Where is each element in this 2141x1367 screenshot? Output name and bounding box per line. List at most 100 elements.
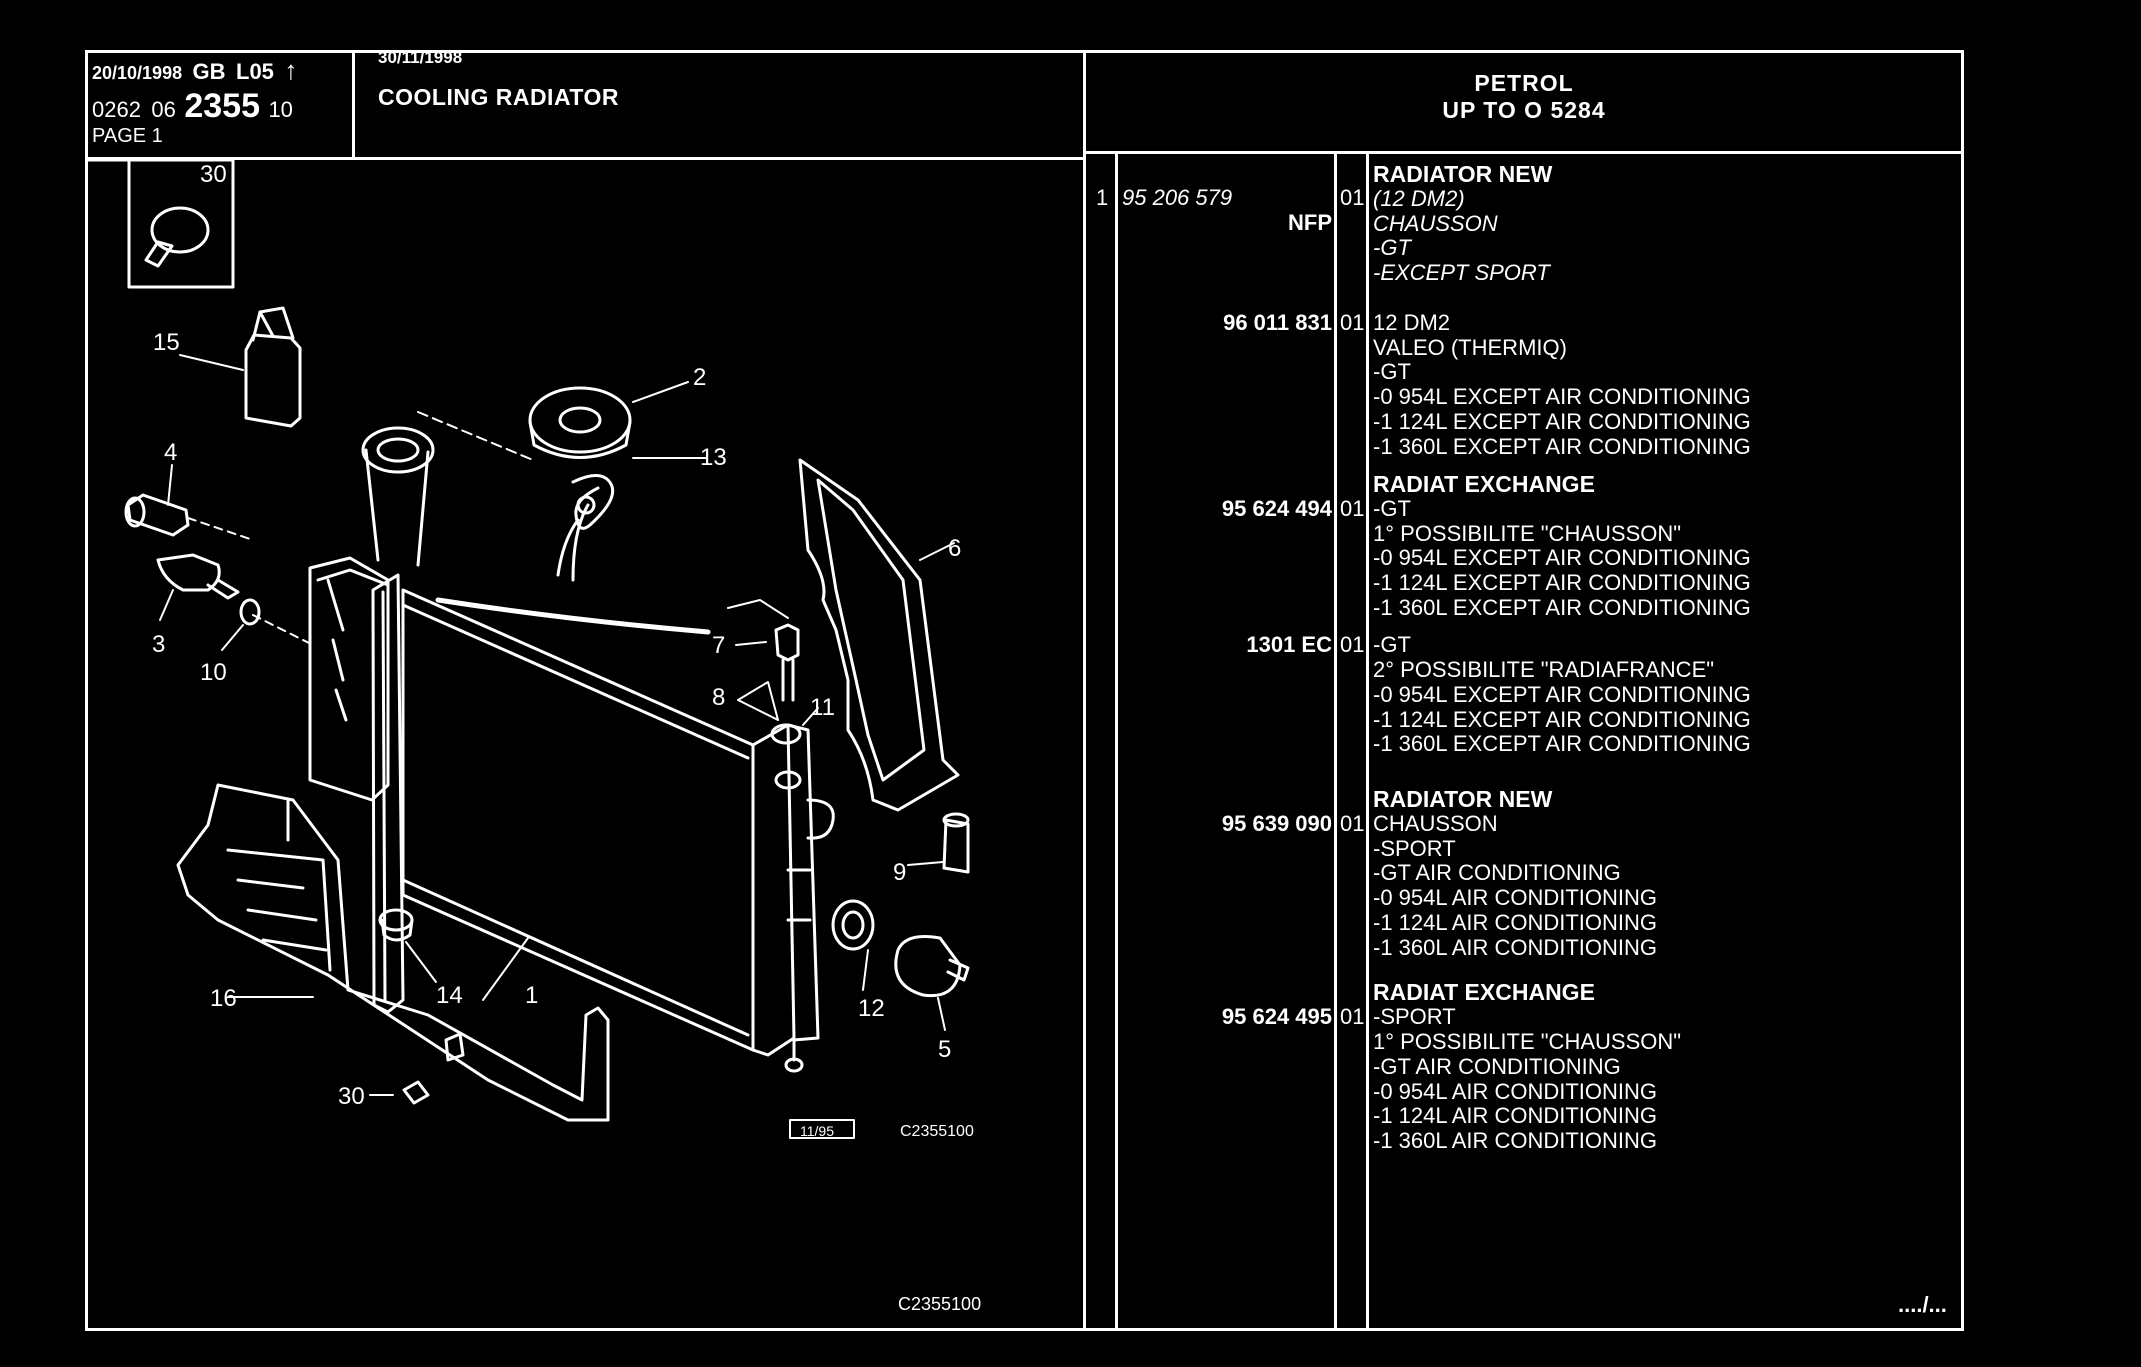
frame-right	[1961, 50, 1964, 1331]
part-detail-line: -GT	[1373, 495, 1411, 521]
callout-16: 16	[210, 985, 237, 1012]
cap-2-icon	[528, 386, 632, 459]
frame-left	[85, 50, 88, 1331]
part-detail-line: -1 360L EXCEPT AIR CONDITIONING	[1373, 595, 1751, 620]
part-detail-line: -1 124L AIR CONDITIONING	[1373, 909, 1658, 935]
header-num-c: 10	[268, 97, 293, 122]
header-date2: 30/11/1998	[378, 48, 463, 67]
part-reference: 95 624 494	[1221, 495, 1332, 521]
col-ref-split	[1334, 151, 1337, 1329]
callout-11: 11	[810, 694, 835, 721]
part-detail-line: -SPORT	[1373, 835, 1456, 861]
part-reference: 1301 EC	[1246, 632, 1332, 658]
frame-bottom	[85, 1328, 1964, 1331]
inset-box	[127, 160, 235, 289]
callout-14: 14	[436, 982, 463, 1009]
air-deflector-16-icon	[176, 783, 610, 1122]
part-detail-line: -1 360L AIR CONDITIONING	[1373, 1128, 1658, 1154]
washer-12-icon	[831, 899, 875, 951]
part-reference: 95 624 495	[1221, 1004, 1332, 1030]
diagram-ref-bottom: C2355100	[898, 1294, 981, 1314]
callout-12: 12	[858, 995, 885, 1022]
part-designation: RADIATOR NEW	[1373, 161, 1553, 187]
callout-30b: 30	[338, 1083, 365, 1110]
part-detail-line: CHAUSSON	[1373, 810, 1498, 836]
plug-9-icon	[942, 812, 970, 874]
petrol-line1: PETROL	[1474, 70, 1574, 96]
radiator-1-icon	[308, 426, 835, 1073]
part-reference-note: NFP	[1288, 209, 1332, 235]
switch-5-icon	[894, 935, 970, 998]
seal-11-icon	[770, 723, 802, 745]
petrol-line2: UP TO O 5284	[1442, 97, 1606, 123]
part-quantity: 01	[1340, 309, 1365, 335]
header-left: 20/10/1998 GB L05 ↑ 0262 06 2355 10 PAGE…	[92, 50, 350, 156]
callout-1: 1	[525, 982, 538, 1009]
date-box-text: 11/95	[800, 1123, 834, 1139]
header-lang: GB	[192, 59, 226, 84]
part-detail-line: -GT AIR CONDITIONING	[1373, 1053, 1621, 1079]
part-detail-line: -0 954L AIR CONDITIONING	[1373, 885, 1658, 911]
part-detail-line: -0 954L EXCEPT AIR CONDITIONING	[1373, 681, 1751, 707]
relay-15-icon	[244, 306, 302, 428]
up-arrow-icon: ↑	[284, 55, 298, 85]
part-reference: 95 206 579	[1122, 185, 1233, 210]
header-code: L05	[236, 59, 274, 84]
part-detail-line: 12 DM2	[1373, 309, 1451, 335]
frame-top	[85, 50, 1964, 53]
part-detail-line: -1 124L EXCEPT AIR CONDITIONING	[1373, 570, 1751, 596]
date-box	[789, 1119, 855, 1139]
header-divider-left	[85, 157, 1084, 160]
part-detail-line: -1 124L EXCEPT AIR CONDITIONING	[1373, 408, 1751, 434]
hose-13-icon	[556, 474, 614, 582]
petrol-heading: PETROL UP TO O 5284	[1086, 70, 1962, 124]
part-designation: RADIATOR NEW	[1373, 785, 1553, 812]
header-split	[352, 50, 355, 158]
part-detail-line: 2° POSSIBILITE "RADIAFRANCE"	[1373, 656, 1715, 682]
screw-7-icon	[774, 623, 800, 702]
part-detail-line: -EXCEPT SPORT	[1373, 260, 1550, 286]
part-detail-line: -1 124L EXCEPT AIR CONDITIONING	[1373, 706, 1751, 732]
page-title: COOLING RADIATOR	[378, 84, 619, 110]
header-num-main: 2355	[184, 87, 260, 125]
callout-3: 3	[152, 631, 165, 658]
part-detail-line: CHAUSSON	[1373, 210, 1498, 236]
part-detail-line: -1 360L EXCEPT AIR CONDITIONING	[1373, 731, 1751, 757]
panel-split	[1083, 50, 1086, 1331]
part-detail-line: 1° POSSIBILITE "CHAUSSON"	[1373, 520, 1682, 546]
part-quantity: 01	[1340, 1004, 1365, 1030]
part-detail-line: -1 360L AIR CONDITIONING	[1373, 934, 1658, 960]
clip-30-icon	[144, 206, 210, 268]
part-quantity: 01	[1340, 810, 1365, 836]
item-number: 1	[1096, 185, 1109, 210]
callout-10: 10	[200, 659, 227, 686]
part-designation: RADIAT EXCHANGE	[1373, 979, 1595, 1006]
part-reference: 95 639 090	[1221, 810, 1332, 836]
part-designation: RADIAT EXCHANGE	[1373, 471, 1595, 497]
part-detail-line: 1° POSSIBILITE "CHAUSSON"	[1373, 1028, 1682, 1054]
header-num-b: 06	[151, 97, 176, 122]
part-quantity: 01	[1340, 632, 1365, 658]
part-detail-line: (12 DM2)	[1373, 185, 1465, 211]
callout-4: 4	[164, 439, 177, 466]
col-item-split	[1115, 151, 1118, 1329]
clip-30b-icon	[402, 1080, 430, 1105]
part-quantity: 01	[1340, 495, 1365, 521]
part-detail-line: -0 954L AIR CONDITIONING	[1373, 1078, 1658, 1104]
header-date: 20/10/1998	[92, 63, 183, 83]
callout-15: 15	[153, 329, 180, 356]
page-number: PAGE 1	[92, 125, 163, 147]
part-detail-line: -GT	[1373, 235, 1411, 261]
callout-30: 30	[200, 161, 227, 188]
part-detail-line: -1 124L AIR CONDITIONING	[1373, 1103, 1658, 1129]
part-detail-line: -GT	[1373, 632, 1411, 658]
part-detail-line: -SPORT	[1373, 1004, 1456, 1030]
part-detail-line: -GT	[1373, 359, 1411, 385]
col-qty-split	[1366, 151, 1369, 1329]
part-reference: 96 011 831	[1223, 309, 1332, 335]
diagram-ref-small: C2355100	[900, 1123, 974, 1140]
part-detail-line: -0 954L EXCEPT AIR CONDITIONING	[1373, 384, 1751, 410]
part-detail-line: -GT AIR CONDITIONING	[1373, 860, 1621, 886]
exploded-diagram: 30 15 2 13 4 3 10 6 7 8 11 9 12 5 14 1 1…	[88, 160, 981, 1314]
